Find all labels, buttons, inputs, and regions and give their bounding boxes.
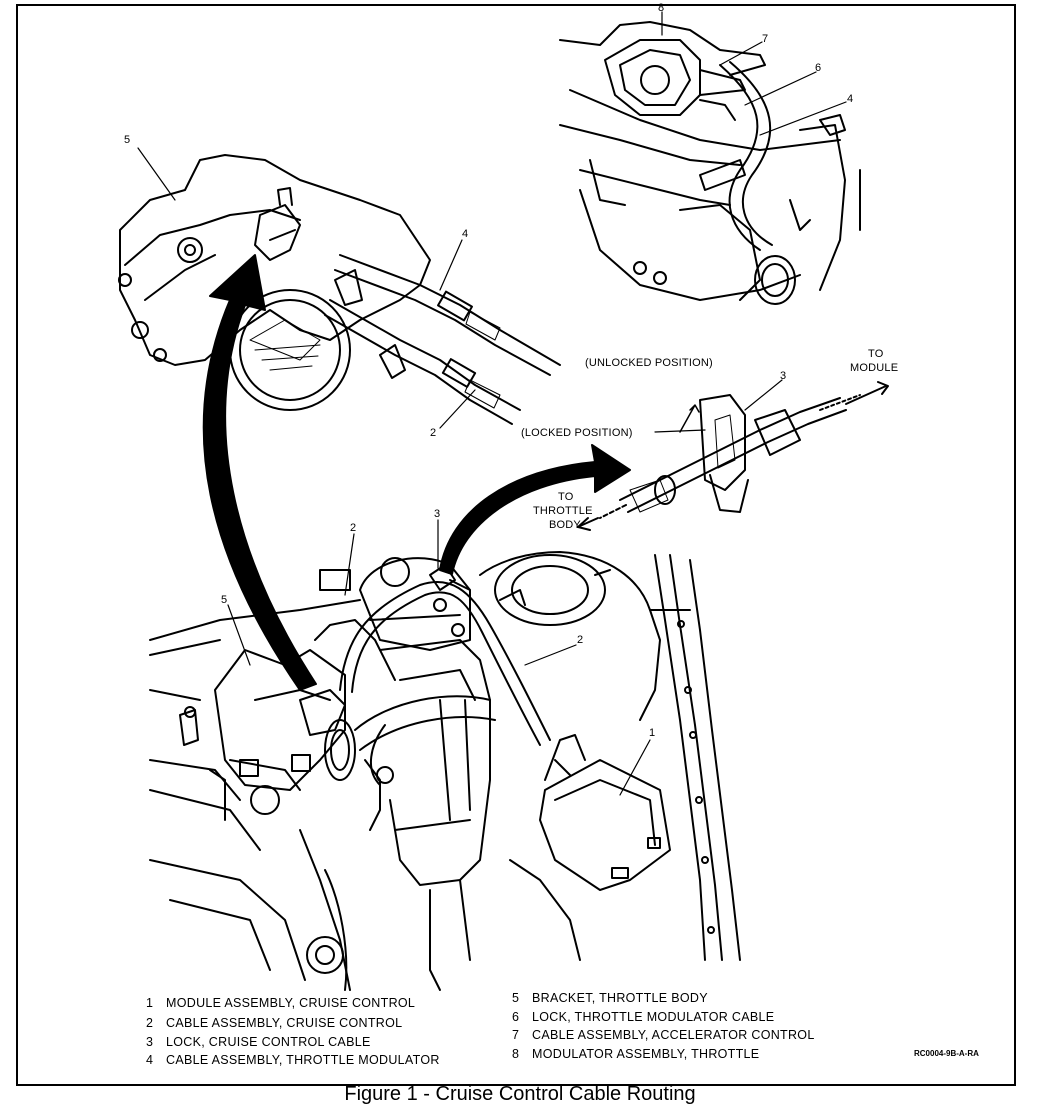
callout-main-2b: 2 (350, 522, 357, 534)
to-throttle-label-1: TO (558, 491, 574, 503)
callout-throttle-4: 4 (462, 228, 469, 240)
callout-modulator-8: 8 (658, 2, 665, 14)
leader-lines (137, 11, 847, 796)
engine-bay-view (149, 551, 741, 991)
to-module-label-2: MODULE (850, 362, 899, 374)
zoom-arrow-throttle (202, 254, 317, 691)
throttle-body-inset (118, 154, 561, 425)
to-module-label-1: TO (868, 348, 884, 360)
locked-position-label: (LOCKED POSITION) (521, 427, 633, 439)
to-throttle-label-3: BODY (549, 519, 581, 531)
callout-lock-3: 3 (780, 370, 787, 382)
zoom-arrow-lock (439, 444, 631, 575)
callout-main-5: 5 (221, 594, 228, 606)
drawing-reference-code: RC0004-9B-A-RA (914, 1049, 979, 1058)
callout-modulator-4: 4 (847, 93, 854, 105)
modulator-inset (559, 21, 861, 305)
figure-caption: Figure 1 - Cruise Control Cable Routing (344, 1083, 696, 1105)
callout-throttle-5: 5 (124, 134, 131, 146)
callout-modulator-7: 7 (762, 33, 769, 45)
callout-main-1: 1 (649, 727, 656, 739)
to-throttle-label-2: THROTTLE (533, 505, 593, 517)
cable-lock-inset (577, 381, 889, 531)
callout-main-2a: 2 (577, 634, 584, 646)
unlocked-position-label: (UNLOCKED POSITION) (585, 357, 713, 369)
figure-frame (16, 4, 1016, 1086)
callout-throttle-2: 2 (430, 427, 437, 439)
callout-main-3: 3 (434, 508, 441, 520)
callout-modulator-6: 6 (815, 62, 822, 74)
